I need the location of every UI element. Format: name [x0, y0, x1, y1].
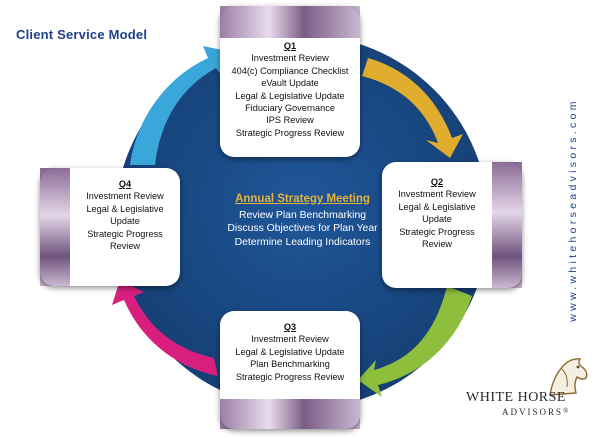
arrow-q2-to-q3 [358, 286, 472, 397]
q2-item: Strategic Progress [399, 226, 475, 237]
arrow-q1-to-q2 [362, 58, 463, 158]
q1-item: Strategic Progress Review [235, 127, 345, 138]
q1-item: eVault Update [261, 78, 319, 89]
page-title: Client Service Model [16, 27, 148, 42]
center-item: Determine Leading Indicators [234, 236, 371, 248]
center-circle [115, 35, 489, 409]
q4-item: Review [109, 241, 141, 252]
q4-item: Update [110, 216, 140, 227]
logo-wordmark: WHITE HORSE [466, 390, 566, 405]
logo-subtitle-text: ADVISORS [502, 407, 564, 417]
q2-box: Q2 Investment Review Legal & Legislative… [382, 162, 522, 288]
q1-item: Fiduciary Governance [245, 103, 335, 114]
q2-item: Update [422, 214, 452, 225]
q4-heading: Q4 [118, 179, 132, 189]
q3-heading: Q3 [283, 322, 297, 332]
q2-item: Review [421, 239, 453, 250]
q2-item: Investment Review [398, 189, 476, 200]
q3-item: Plan Benchmarking [250, 359, 330, 370]
registered-mark: ® [563, 407, 571, 415]
q3-box: Q3 Investment Review Legal & Legislative… [220, 311, 360, 429]
q4-item: Strategic Progress [87, 228, 163, 239]
q1-item: IPS Review [266, 115, 314, 126]
center-item: Discuss Objectives for Plan Year [227, 223, 378, 235]
q2-heading: Q2 [430, 177, 444, 187]
q1-box: Q1 Investment Review 404(c) Compliance C… [220, 6, 360, 157]
center-item: Review Plan Benchmarking [238, 209, 367, 221]
website-url: www.whitehorseadvisors.com [567, 98, 579, 322]
center-text: Annual Strategy Meeting Review Plan Benc… [190, 193, 415, 249]
q3-item: Investment Review [251, 334, 329, 345]
logo-subtitle: ADVISORS® [502, 407, 570, 417]
q2-item: Legal & Legislative [398, 201, 476, 212]
center-heading: Annual Strategy Meeting [235, 193, 370, 205]
arrow-q3-to-q4 [112, 280, 218, 376]
q4-item: Legal & Legislative [86, 203, 164, 214]
q1-heading: Q1 [283, 41, 297, 51]
arrow-q4-to-q1 [130, 46, 232, 165]
q4-item: Investment Review [86, 191, 164, 202]
q3-item: Strategic Progress Review [235, 371, 345, 382]
company-logo: WHITE HORSE ADVISORS® [458, 355, 596, 427]
q1-item: Investment Review [251, 53, 329, 64]
website-vertical-text: www.whitehorseadvisors.com [566, 60, 580, 360]
horse-head-logo-icon [549, 358, 588, 396]
q4-box: Q4 Investment Review Legal & Legislative… [40, 168, 180, 286]
q3-item: Legal & Legislative Update [235, 346, 345, 357]
q1-item: Legal & Legislative Update [235, 90, 345, 101]
q1-item: 404(c) Compliance Checklist [231, 65, 349, 76]
